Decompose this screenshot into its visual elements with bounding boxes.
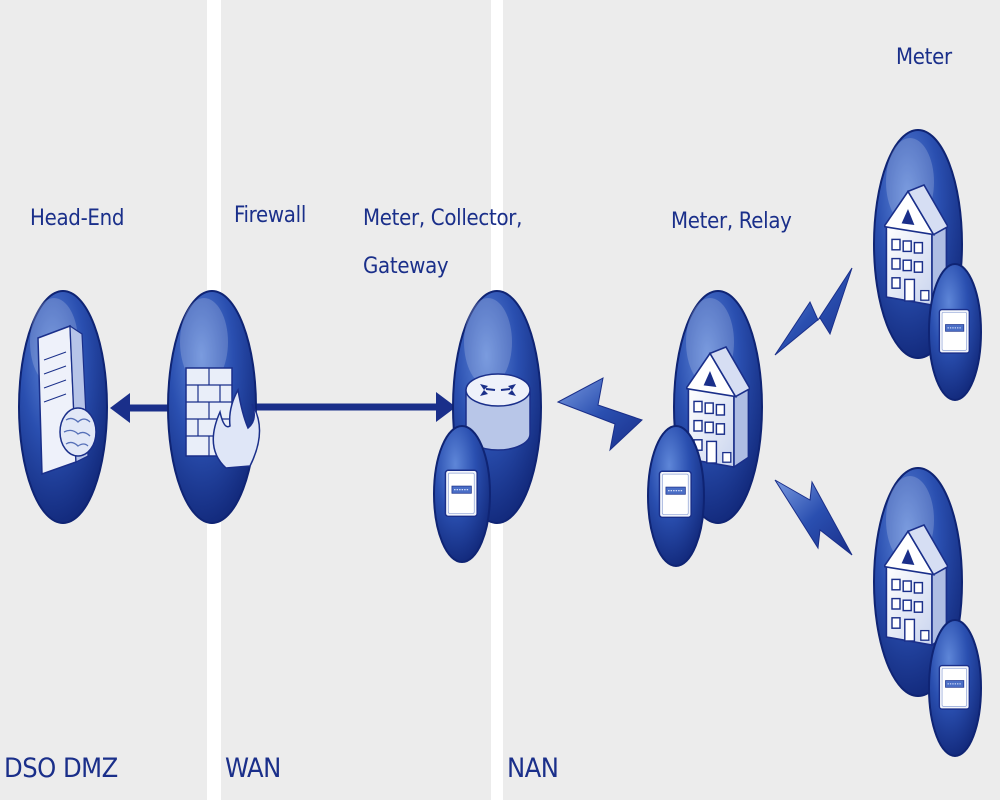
zone-label-nan: NAN <box>507 753 559 784</box>
house-icon <box>873 467 982 757</box>
gateway-label-line2: Gateway <box>363 254 449 279</box>
wireless-link-relay-meter-bottom <box>774 479 853 556</box>
house-icon <box>647 290 763 567</box>
head-end-label: Head-End <box>30 206 125 231</box>
gateway-label-line1: Meter, Collector, <box>363 206 523 231</box>
meter-label: Meter <box>896 45 952 70</box>
relay-label: Meter, Relay <box>671 209 792 234</box>
firewall-label: Firewall <box>234 203 307 228</box>
router-icon <box>433 290 542 563</box>
wireless-link-relay-meter-top <box>774 267 853 356</box>
firewall-icon <box>167 290 261 524</box>
server-brain-icon <box>18 290 108 524</box>
zone-label-dso-dmz: DSO DMZ <box>4 753 118 784</box>
house-icon <box>873 129 982 401</box>
zone-label-wan: WAN <box>225 753 281 784</box>
wireless-link-gateway-relay <box>556 377 643 452</box>
